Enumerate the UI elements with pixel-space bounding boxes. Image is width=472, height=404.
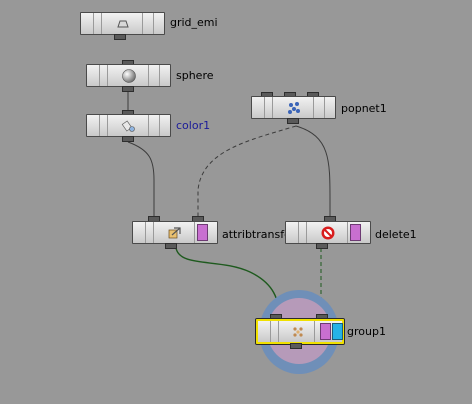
output-connector[interactable]: [122, 86, 134, 92]
sphere-icon: [122, 69, 136, 83]
output-connector[interactable]: [316, 243, 328, 249]
output-connector[interactable]: [114, 34, 126, 40]
delete-icon: [321, 226, 335, 240]
wire-popnet1-to-delete1: [295, 125, 331, 218]
node-sphere[interactable]: [86, 64, 171, 87]
wire-popnet1-to-attribtransfer1: [197, 125, 297, 218]
wire-attribtransfer1-to-group1: [175, 247, 281, 317]
grid-icon: [117, 20, 129, 28]
render-flag[interactable]: [350, 224, 361, 241]
render-flag[interactable]: [320, 323, 331, 340]
node-label: group1: [347, 325, 386, 338]
node-group1[interactable]: [256, 319, 344, 344]
node-label: grid_emi: [170, 16, 218, 29]
node-label: sphere: [176, 69, 214, 82]
node-grid-emi[interactable]: [80, 12, 165, 35]
output-connector[interactable]: [165, 243, 177, 249]
node-label: color1: [176, 119, 211, 132]
node-label: popnet1: [341, 102, 387, 115]
node-attribtransfer1[interactable]: [132, 221, 218, 244]
attribtransfer-icon: [168, 227, 181, 239]
group-icon: [293, 327, 303, 337]
color-icon: [121, 120, 135, 132]
node-label: delete1: [375, 228, 417, 241]
node-label: attribtransfer1: [222, 228, 303, 241]
particles-icon: [288, 102, 300, 114]
display-flag[interactable]: [332, 323, 343, 340]
output-connector[interactable]: [290, 343, 302, 349]
node-delete1[interactable]: [285, 221, 371, 244]
output-connector[interactable]: [122, 136, 134, 142]
wire-color1-to-attribtransfer1: [127, 141, 155, 218]
node-color1[interactable]: [86, 114, 171, 137]
render-flag[interactable]: [197, 224, 208, 241]
output-connector[interactable]: [287, 118, 299, 124]
node-popnet1[interactable]: [251, 96, 336, 119]
